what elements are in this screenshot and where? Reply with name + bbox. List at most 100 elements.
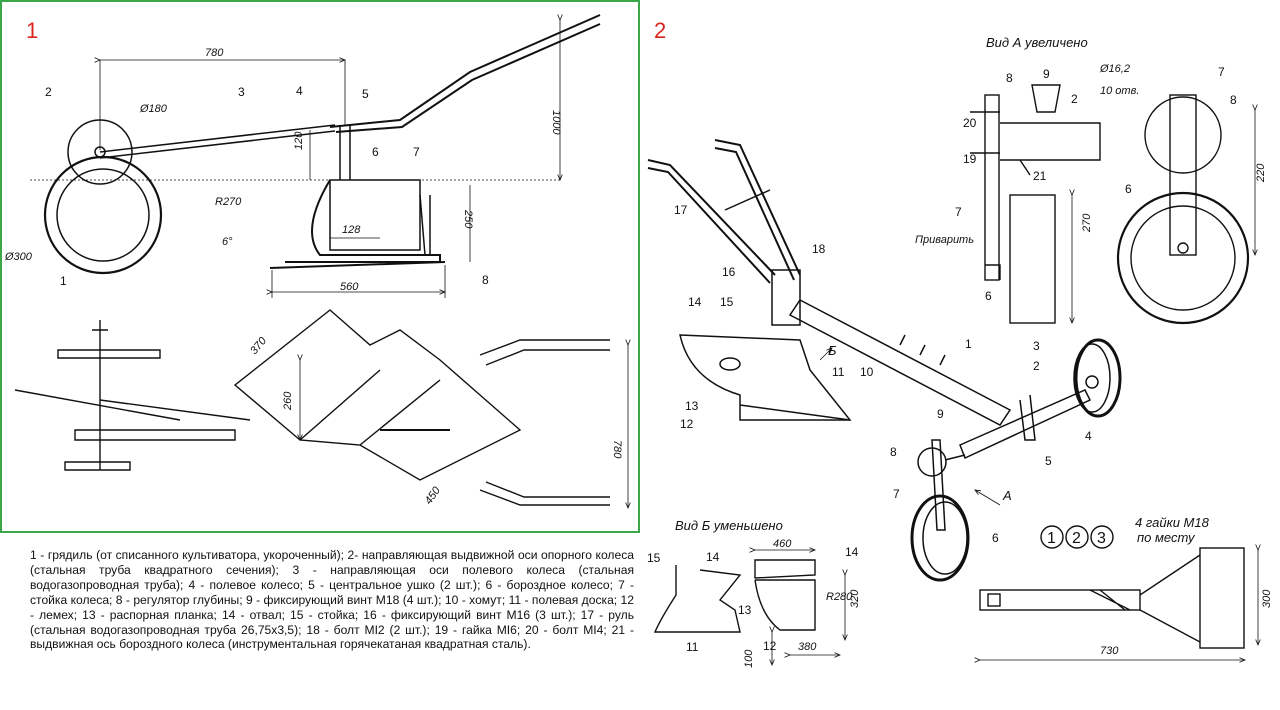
fig2-label-13: 13 xyxy=(685,399,699,413)
fig2-label-10: 10 xyxy=(860,365,874,379)
detail-circle-3: 3 xyxy=(1097,530,1106,547)
fig1-dim-450: 450 xyxy=(423,484,444,507)
view-b-dim-320: 320 xyxy=(849,589,861,608)
fig2-label-8: 8 xyxy=(890,445,897,459)
view-a-holes-count: 10 отв. xyxy=(1100,85,1139,97)
fig2-label-15: 15 xyxy=(720,295,734,309)
view-b-dim-r280: R280 xyxy=(826,591,853,603)
detail-nuts-note-2: по месту xyxy=(1137,530,1196,545)
view-b-label-14b: 14 xyxy=(845,545,859,559)
fig1-label-6: 6 xyxy=(372,145,379,159)
parts-legend: 1 - грядиль (от списанного культиватора,… xyxy=(30,548,634,652)
view-b-dim-460: 460 xyxy=(773,538,792,550)
fig1-plan-view xyxy=(14,320,251,471)
fig2-label-1: 1 xyxy=(965,337,972,351)
view-a-label-7: 7 xyxy=(955,205,962,219)
view-b-title: Вид Б уменьшено xyxy=(675,518,783,533)
view-a-weld: Приварить xyxy=(915,234,974,246)
fig1-handle-plan xyxy=(479,339,610,506)
fig1-large-wheel xyxy=(43,155,163,275)
fig1-label-7: 7 xyxy=(413,145,420,159)
view-a-label-7b: 7 xyxy=(1218,65,1225,79)
view-b-label-14: 14 xyxy=(706,550,720,564)
view-b-label-11: 11 xyxy=(686,640,699,654)
fig2-label-2: 2 xyxy=(1033,359,1040,373)
fig1-dim-r270: R270 xyxy=(215,196,242,208)
fig1-label-2: 2 xyxy=(45,85,52,99)
detail-circles xyxy=(1040,525,1114,549)
fig1-label-1: 1 xyxy=(60,274,67,288)
fig1-dim-dia180: Ø180 xyxy=(139,103,168,115)
fig1-dimension-lines xyxy=(100,20,560,298)
detail-drawing xyxy=(979,547,1245,649)
view-a-label-6: 6 xyxy=(985,289,992,303)
fig1-label-8: 8 xyxy=(482,273,489,287)
view-a-section xyxy=(970,84,1101,324)
view-b-dim-380: 380 xyxy=(798,641,817,653)
view-a-dim-270: 270 xyxy=(1081,213,1093,233)
fig2-label-9: 9 xyxy=(937,407,944,421)
view-a-label-20: 20 xyxy=(963,116,977,130)
fig2-post xyxy=(771,269,801,326)
fig2-moldboard xyxy=(679,334,852,421)
detail-nuts-note: 4 гайки М18 xyxy=(1135,515,1210,530)
fig1-dim-128: 128 xyxy=(342,224,361,236)
view-a-wheel xyxy=(1116,94,1250,325)
fig1-dim-370: 370 xyxy=(248,334,270,356)
figure-1-number: 1 xyxy=(26,18,39,43)
view-a-dim-220: 220 xyxy=(1255,163,1267,183)
detail-dim-730: 730 xyxy=(1100,645,1119,657)
fig2-label-7: 7 xyxy=(893,487,900,501)
fig2-label-17: 17 xyxy=(674,203,688,217)
figure-2-number: 2 xyxy=(654,18,667,43)
view-a-title: Вид А увеличено xyxy=(986,35,1088,50)
fig2-label-16: 16 xyxy=(722,265,736,279)
detail-dim-300: 300 xyxy=(1261,589,1273,608)
fig1-dim-angle: 6° xyxy=(222,236,233,248)
fig1-label-3: 3 xyxy=(238,85,245,99)
view-a-label-2: 2 xyxy=(1071,92,1078,106)
view-a-label-19: 19 xyxy=(963,152,977,166)
fig1-dim-780b: 780 xyxy=(611,440,623,459)
fig2-depth-regulator xyxy=(917,447,947,477)
fig2-iso-view xyxy=(647,139,1122,582)
fig2-label-11: 11 xyxy=(832,365,845,379)
fig2-arrow-b: Б xyxy=(828,343,837,358)
view-a-label-9: 9 xyxy=(1043,67,1050,81)
view-b-drawing xyxy=(653,559,816,633)
fig2-label-14: 14 xyxy=(688,295,702,309)
fig1-dim-560: 560 xyxy=(340,281,359,293)
fig2-label-18: 18 xyxy=(812,242,826,256)
view-a-label-8: 8 xyxy=(1006,71,1013,85)
fig2-furrow-wheel xyxy=(910,494,970,582)
fig1-beam xyxy=(99,124,336,159)
detail-circle-1: 1 xyxy=(1047,530,1056,547)
fig1-dim-1000: 1000 xyxy=(550,110,562,135)
fig1-dim-780: 780 xyxy=(205,47,224,59)
fig1-share-plan xyxy=(233,309,522,481)
view-a-label-8b: 8 xyxy=(1230,93,1237,107)
view-b-label-15: 15 xyxy=(647,551,661,565)
view-b-dim-100: 100 xyxy=(743,649,755,668)
fig1-post xyxy=(339,125,351,180)
fig1-dim-120: 120 xyxy=(293,131,305,150)
fig1-share-curve xyxy=(285,179,441,263)
view-b-label-13: 13 xyxy=(738,603,752,617)
fig1-dim-250: 250 xyxy=(462,209,474,229)
fig2-label-4: 4 xyxy=(1085,429,1092,443)
detail-circle-2: 2 xyxy=(1072,530,1081,547)
figure-1-frame xyxy=(0,0,640,533)
fig1-dim-dia300: Ø300 xyxy=(4,251,33,263)
fig2-label-12: 12 xyxy=(680,417,694,431)
view-a-label-21: 21 xyxy=(1033,169,1047,183)
fig2-beam xyxy=(788,299,1012,426)
fig1-label-4: 4 xyxy=(296,84,303,98)
fig2-cross-tube xyxy=(959,389,1092,460)
fig2-field-wheel xyxy=(1074,338,1122,418)
fig2-arrow-a: A xyxy=(1002,488,1012,503)
view-a-holes-diameter: Ø16,2 xyxy=(1099,63,1130,75)
fig1-handle xyxy=(329,14,601,133)
fig2-label-6: 6 xyxy=(992,531,999,545)
fig1-share-body xyxy=(329,179,421,251)
